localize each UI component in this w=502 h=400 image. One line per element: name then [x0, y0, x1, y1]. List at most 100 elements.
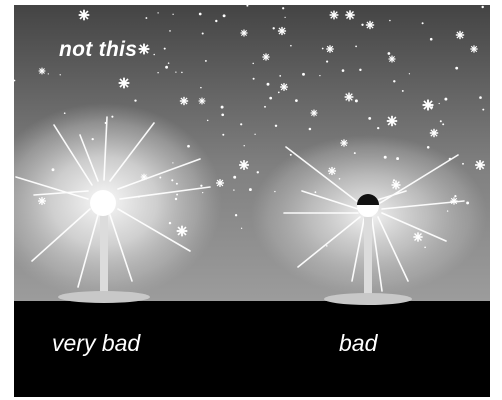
star-dot — [48, 73, 49, 74]
star-dot — [284, 17, 285, 18]
star-dot — [240, 123, 242, 125]
star-dot — [368, 117, 371, 120]
star-dot — [431, 106, 433, 108]
star-dot — [159, 177, 161, 179]
star-dot — [176, 183, 178, 185]
snowflake-star — [38, 197, 46, 205]
star-dot — [444, 98, 447, 101]
star-dot — [52, 168, 55, 171]
star-dot — [200, 87, 202, 89]
star-dot — [355, 99, 358, 102]
star-dot — [290, 154, 292, 156]
star-dot — [359, 69, 361, 71]
star-dot — [314, 191, 316, 193]
star-dot — [393, 80, 395, 82]
snowflake-star — [391, 180, 400, 189]
star-dot — [377, 127, 379, 129]
star-dot — [326, 61, 328, 63]
star-dot — [169, 30, 171, 32]
star-dot — [254, 134, 255, 135]
star-dot — [153, 54, 155, 56]
star-dot — [221, 113, 224, 116]
star-dot — [435, 132, 436, 133]
star-dot — [389, 20, 391, 22]
star-dot — [290, 45, 292, 47]
star-dot — [175, 71, 176, 72]
star-dot — [223, 14, 226, 17]
snowflake-star — [330, 11, 339, 20]
star-dot — [171, 179, 173, 181]
snowflake-star — [278, 27, 286, 35]
snowflake-star — [423, 100, 434, 111]
snowflake-star — [430, 129, 438, 137]
star-dot — [181, 72, 183, 74]
star-dot — [60, 74, 61, 75]
star-dot — [481, 6, 483, 8]
snowflake-star — [475, 160, 485, 170]
star-dot — [455, 67, 458, 70]
star-dot — [388, 52, 391, 55]
star-dot — [253, 78, 255, 80]
star-dot — [200, 185, 202, 187]
star-dot — [221, 106, 224, 109]
star-dot — [205, 60, 207, 62]
snowflake-star — [387, 116, 397, 126]
star-dot — [384, 156, 387, 159]
star-dot — [134, 99, 136, 101]
star-dot — [64, 112, 66, 114]
star-dot — [264, 106, 266, 108]
star-dot — [252, 63, 254, 65]
snowflake-star — [79, 10, 90, 21]
star-dot — [215, 20, 217, 22]
left-lamp-bulb — [90, 190, 116, 216]
title-label: not this — [59, 38, 137, 62]
star-dot — [275, 125, 277, 127]
star-dot — [409, 73, 410, 74]
star-dot — [267, 83, 270, 86]
star-dot — [176, 194, 178, 196]
snowflake-star — [199, 98, 206, 105]
star-dot — [241, 228, 242, 229]
star-dot — [482, 109, 484, 111]
star-dot — [396, 157, 399, 160]
star-dot — [157, 12, 158, 13]
snowflake-star — [470, 45, 477, 52]
star-dot — [442, 123, 444, 125]
star-dot — [322, 48, 324, 50]
star-dot — [274, 191, 275, 192]
star-dot — [168, 62, 170, 64]
star-dot — [462, 163, 464, 165]
star-dot — [439, 103, 440, 104]
snowflake-star — [177, 226, 188, 237]
star-dot — [222, 134, 224, 136]
star-dot — [319, 75, 320, 76]
snowflake-star — [366, 21, 374, 29]
star-dot — [175, 198, 177, 200]
star-dot — [447, 210, 448, 211]
snowflake-star — [311, 110, 318, 117]
left-caption: very bad — [52, 330, 140, 357]
star-dot — [257, 171, 259, 173]
snowflake-star — [328, 167, 336, 175]
star-dot — [249, 188, 252, 191]
star-dot — [273, 27, 275, 29]
star-dot — [302, 73, 305, 76]
star-dot — [278, 92, 280, 94]
star-dot — [157, 72, 158, 73]
snowflake-star — [280, 83, 288, 91]
star-dot — [207, 120, 209, 122]
star-dot — [424, 246, 426, 248]
snowflake-star — [240, 29, 247, 36]
snowflake-star — [262, 53, 269, 60]
snowflake-star — [326, 45, 334, 53]
star-dot — [92, 138, 94, 140]
star-dot — [202, 32, 204, 34]
star-dot — [169, 222, 171, 224]
star-dot — [393, 179, 395, 181]
snowflake-star — [413, 232, 422, 241]
star-dot — [145, 17, 147, 19]
star-dot — [454, 195, 456, 197]
star-dot — [429, 104, 432, 107]
star-dot — [165, 66, 168, 69]
star-dot — [355, 46, 357, 48]
